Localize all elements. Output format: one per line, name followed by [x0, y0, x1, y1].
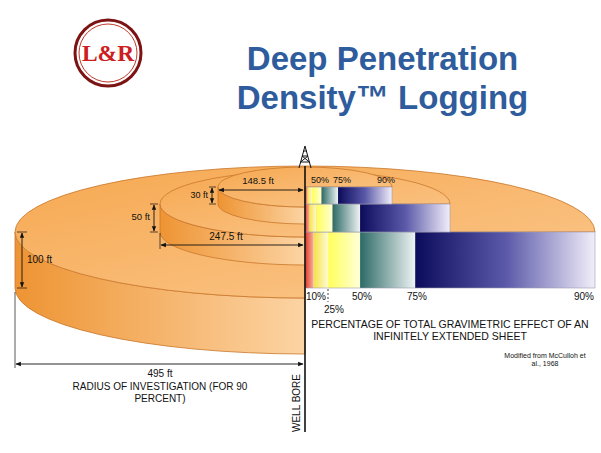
height-dimension	[22, 233, 23, 287]
percent-label: 75%	[333, 175, 351, 185]
radius-dimension	[161, 245, 303, 246]
dimension-label: 30 ft	[190, 190, 208, 200]
effect-band	[322, 187, 339, 204]
effect-band	[360, 204, 450, 232]
section-outline	[305, 232, 595, 288]
percent-label: 90%	[574, 291, 594, 303]
well-bore-label: WELL BORE	[291, 374, 303, 432]
source-note: Modified from McCulloh et al., 1968	[503, 352, 588, 368]
extension-line	[17, 288, 27, 289]
extension-line	[150, 232, 158, 233]
effect-band	[308, 187, 312, 204]
dimension-label: 50 ft	[132, 212, 151, 223]
tick-line	[328, 289, 329, 302]
height-dimension	[154, 205, 155, 231]
section-outline	[305, 187, 392, 204]
effect-band	[415, 232, 595, 288]
extension-line	[17, 232, 27, 233]
extension-line	[150, 204, 158, 205]
percent-label: 25%	[324, 304, 344, 316]
dimension-label: 495 ft	[147, 368, 172, 380]
dimension-label: 100 ft	[27, 254, 52, 266]
extension-line	[160, 233, 161, 249]
extension-line	[15, 292, 16, 368]
dimension-label: 148.5 ft	[242, 176, 274, 187]
effect-band	[317, 204, 333, 232]
logo-text: L&R	[72, 18, 144, 88]
effect-band	[338, 187, 392, 204]
radius-dimension	[16, 364, 303, 365]
derrick-symbol	[299, 146, 311, 168]
title: Deep Penetration Density™ Logging	[195, 40, 570, 117]
percent-label: 75%	[407, 291, 427, 303]
extension-line	[209, 204, 216, 205]
effect-band	[360, 232, 415, 288]
percent-label: 50%	[352, 291, 372, 303]
well-bore-line	[304, 166, 306, 432]
radius-dimension	[219, 190, 303, 191]
effect-band	[305, 232, 314, 288]
radius-caption: RADIUS OF INVESTIGATION (FOR 90 PERCENT)	[65, 381, 255, 404]
percent-label: 50%	[311, 175, 329, 185]
dimension-label: 247.5 ft	[209, 231, 242, 243]
effect-band	[312, 187, 322, 204]
axis-caption: PERCENTAGE OF TOTAL GRAVIMETRIC EFFECT O…	[310, 318, 590, 342]
effect-band	[328, 232, 360, 288]
percent-label: 10%	[306, 291, 326, 303]
effect-band	[314, 232, 329, 288]
section-outline	[305, 204, 450, 232]
effect-band	[309, 204, 316, 232]
effect-band	[333, 204, 361, 232]
logo-circle: L&R	[72, 18, 144, 88]
extension-line	[209, 187, 216, 188]
percent-label: 90%	[377, 175, 395, 185]
height-dimension	[212, 188, 213, 203]
